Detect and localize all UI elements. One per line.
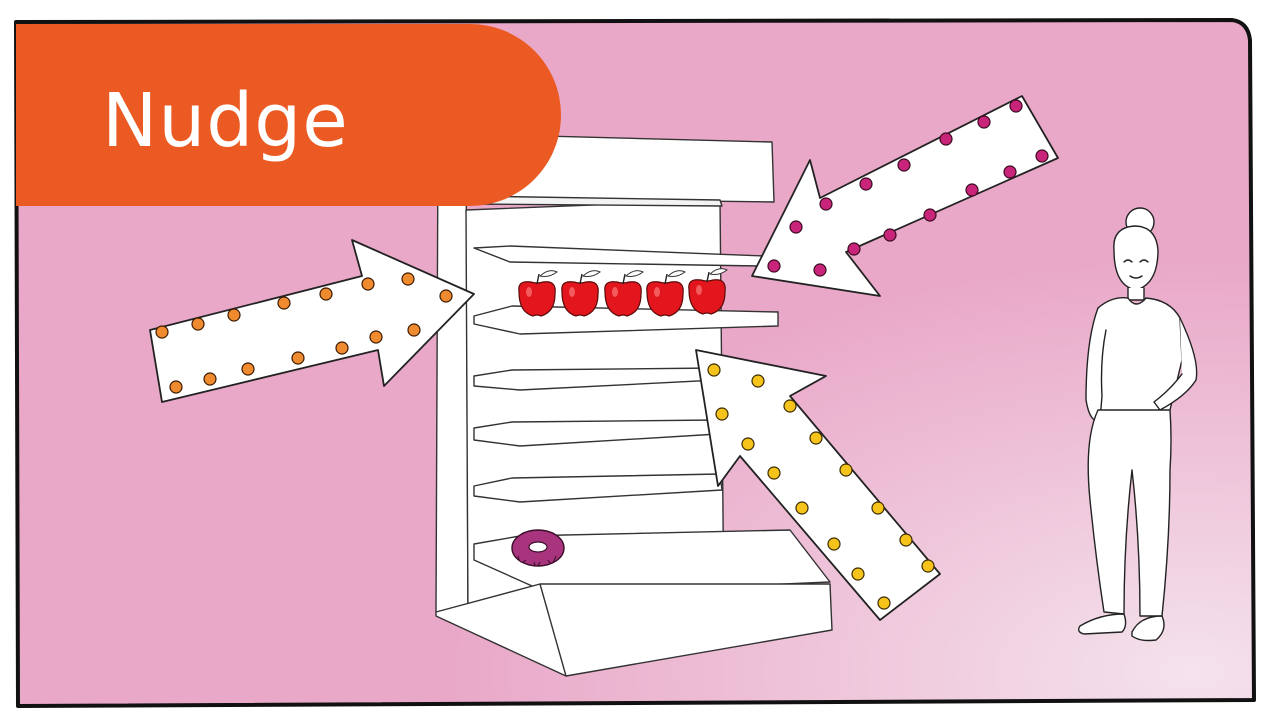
neck — [1127, 287, 1145, 301]
right-arm — [1153, 317, 1198, 411]
page-title: Nudge — [102, 78, 349, 164]
legs — [1087, 409, 1172, 617]
apple — [518, 270, 558, 317]
donut — [511, 529, 565, 567]
left-arm — [1085, 307, 1107, 422]
apples-row — [518, 268, 728, 317]
yellow-arrow — [695, 349, 941, 621]
title-banner: Nudge — [16, 24, 561, 206]
right-shoe — [1131, 615, 1165, 642]
apple — [604, 270, 644, 317]
head — [1113, 225, 1159, 291]
apple — [688, 268, 728, 315]
apple — [561, 270, 601, 317]
shelf-side-panel — [435, 133, 469, 621]
magenta-arrow — [751, 95, 1059, 297]
orange-arrow — [149, 239, 475, 403]
title-banner-shape — [16, 24, 561, 206]
left-shoe — [1077, 613, 1127, 635]
woman-figure — [1077, 207, 1198, 642]
shelf-level-5 — [473, 473, 723, 503]
apple — [646, 270, 686, 317]
